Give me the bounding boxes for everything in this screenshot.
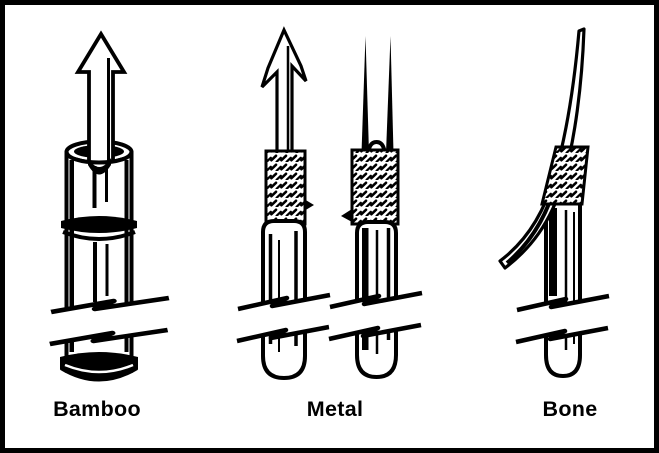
bamboo-node-ring	[61, 216, 137, 233]
bamboo-bottom-edge	[59, 366, 139, 382]
shaft-break-symbol	[329, 293, 422, 339]
barbed-metal-point	[260, 26, 308, 156]
bamboo-bottom-rim	[60, 352, 138, 378]
caption-metal: Metal	[306, 397, 364, 421]
wood-grain-streak	[362, 228, 369, 350]
fork-prong-left	[361, 36, 369, 153]
bamboo-spear-figure	[50, 30, 169, 382]
tube-shading-right	[124, 160, 129, 352]
caption-bone: Bone	[542, 397, 598, 421]
bamboo-bottom-rim-highlight	[64, 363, 134, 374]
bone-spear-figure	[498, 27, 609, 379]
metal-barbed-spear-figure	[237, 26, 330, 381]
bamboo-node-ring-lower-line	[62, 230, 136, 241]
fork-prong-right	[386, 36, 394, 153]
wood-grain-streak	[549, 208, 557, 296]
cord-end	[304, 199, 314, 211]
metal-forked-spear-figure	[329, 36, 422, 380]
cord-lashing	[540, 145, 590, 206]
cord-lashing	[350, 148, 400, 226]
shaft-break-symbol	[237, 295, 330, 341]
caption-bamboo: Bamboo	[53, 397, 141, 421]
cord-end	[341, 209, 352, 222]
cord-lashing	[264, 149, 307, 226]
shaft-break-symbol	[516, 296, 609, 342]
tube-shading-left	[69, 160, 74, 352]
